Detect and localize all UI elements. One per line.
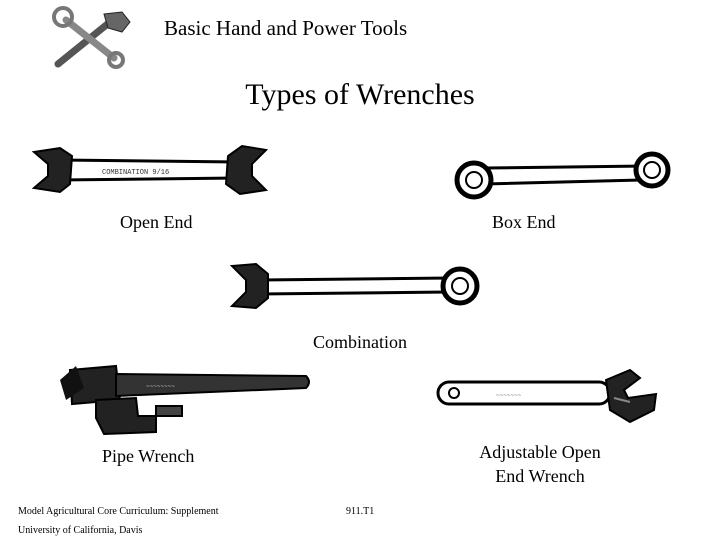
- open-end-label: Open End: [120, 212, 193, 232]
- footer-line2: University of California, Davis: [18, 525, 143, 536]
- slide-title: Types of Wrenches: [245, 78, 475, 111]
- box-end-label: Box End: [492, 212, 556, 232]
- adjustable-label-line2: End Wrench: [495, 466, 585, 486]
- adjustable-wrench-label: Adjustable Open End Wrench: [440, 440, 640, 488]
- footer-line1: Model Agricultural Core Curriculum: Supp…: [18, 506, 219, 517]
- adjustable-wrench-icon: ~~~~~~~: [436, 368, 658, 424]
- pipe-wrench-icon: ~~~~~~~~: [60, 364, 310, 436]
- svg-text:~~~~~~~~: ~~~~~~~~: [146, 383, 175, 390]
- hammer-and-wrench-icon: [52, 6, 131, 69]
- footer-credits: Model Agricultural Core Curriculum: Supp…: [18, 502, 219, 540]
- header-title: Basic Hand and Power Tools: [164, 16, 408, 40]
- combination-wrench-icon: [229, 262, 480, 310]
- slide-code: 911.T1: [346, 506, 375, 517]
- combination-label: Combination: [313, 332, 407, 352]
- svg-text:~~~~~~~: ~~~~~~~: [496, 392, 522, 399]
- open-end-wrench-icon: COMBINATION 9/16: [31, 144, 269, 196]
- pipe-wrench-label: Pipe Wrench: [102, 446, 195, 466]
- wrench-stamp: COMBINATION 9/16: [102, 169, 169, 177]
- adjustable-label-line1: Adjustable Open: [479, 442, 601, 462]
- box-end-wrench-icon: [454, 151, 671, 200]
